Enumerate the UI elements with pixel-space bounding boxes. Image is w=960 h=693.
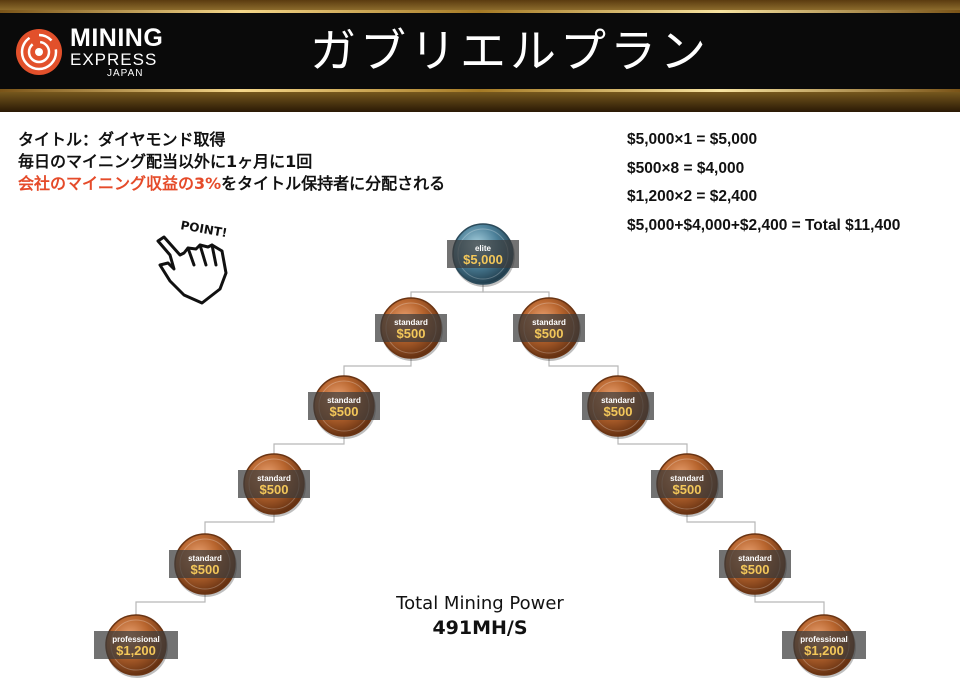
price-band <box>238 470 310 498</box>
plan-node-standard: standard$500 <box>651 453 723 517</box>
formula-line: $5,000+$4,000+$2,400 = Total $11,400 <box>627 216 901 234</box>
price-label: $1,200 <box>116 643 156 658</box>
tier-label: standard <box>257 474 291 483</box>
tree-connector <box>686 514 756 534</box>
tier-label: elite <box>475 244 492 253</box>
price-label: $500 <box>673 482 702 497</box>
plan-node-standard: standard$500 <box>238 453 310 517</box>
price-label: $500 <box>535 326 564 341</box>
tier-label: standard <box>188 554 222 563</box>
tree-connector <box>754 594 825 615</box>
price-label: $5,000 <box>463 252 503 267</box>
price-band <box>782 631 866 659</box>
info-highlight: 会社のマイニング収益の3% <box>18 174 222 193</box>
plan-node-elite: elite$5,000 <box>447 223 519 287</box>
logo-ring-icon <box>16 29 62 75</box>
tier-label: standard <box>670 474 704 483</box>
info-line-3: 会社のマイニング収益の3%をタイトル保持者に分配される <box>18 173 445 195</box>
plan-node-standard: standard$500 <box>719 533 791 597</box>
info-line-3-rest: をタイトル保持者に分配される <box>221 174 446 193</box>
header-black-bar <box>0 12 960 90</box>
price-label: $500 <box>191 562 220 577</box>
total-mining-power: Total Mining Power 491MH/S <box>340 592 620 640</box>
tree-connector <box>135 594 206 615</box>
logo-text-japan: JAPAN <box>107 68 144 79</box>
tier-label: professional <box>800 635 848 644</box>
price-band <box>513 314 585 342</box>
header-gold-line-bottom <box>0 89 960 92</box>
formula-list: $5,000×1 = $5,000 $500×8 = $4,000 $1,200… <box>627 126 900 240</box>
price-label: $500 <box>330 404 359 419</box>
price-band <box>651 470 723 498</box>
price-band <box>447 240 519 268</box>
tree-connector <box>617 436 688 454</box>
price-label: $500 <box>260 482 289 497</box>
page-title: ガブリエルプラン <box>310 24 710 78</box>
tree-connectors <box>135 284 825 615</box>
price-band <box>719 550 791 578</box>
formula-line: $500×8 = $4,000 <box>627 159 745 177</box>
plan-node-standard: standard$500 <box>375 297 447 361</box>
plan-node-professional: professional$1,200 <box>782 614 866 678</box>
tree-connector <box>343 358 412 376</box>
price-band <box>582 392 654 420</box>
tree-nodes: elite$5,000standard$500standard$500stand… <box>94 223 866 678</box>
price-label: $1,200 <box>804 643 844 658</box>
info-line-1: タイトル：ダイヤモンド取得 <box>18 130 226 149</box>
tree-connector <box>273 436 345 454</box>
price-band <box>169 550 241 578</box>
plan-node-standard: standard$500 <box>308 375 380 439</box>
plan-node-standard: standard$500 <box>169 533 241 597</box>
title-info: タイトル：ダイヤモンド取得 毎日のマイニング配当以外に1ヶ月に1回 会社のマイニ… <box>18 129 445 195</box>
price-band <box>308 392 380 420</box>
header-banner: MINING EXPRESS JAPAN ガブリエルプラン <box>0 0 960 112</box>
tier-label: standard <box>327 396 361 405</box>
logo-text-express: EXPRESS <box>70 50 158 69</box>
tree-connector <box>482 284 550 298</box>
plan-node-professional: professional$1,200 <box>94 614 178 678</box>
tier-label: standard <box>738 554 772 563</box>
logo-text-mining: MINING <box>70 24 164 52</box>
price-label: $500 <box>741 562 770 577</box>
tree-connector <box>410 284 484 298</box>
tier-label: professional <box>112 635 160 644</box>
tier-label: standard <box>532 318 566 327</box>
header-gold-line-top <box>0 10 960 13</box>
price-label: $500 <box>397 326 426 341</box>
price-label: $500 <box>604 404 633 419</box>
tier-label: standard <box>601 396 635 405</box>
formula-line: $5,000×1 = $5,000 <box>627 131 758 148</box>
tier-label: standard <box>394 318 428 327</box>
tree-connector <box>204 514 275 534</box>
price-band <box>94 631 178 659</box>
pointing-hand-icon: POINT! <box>156 218 228 305</box>
info-line-2: 毎日のマイニング配当以外に1ヶ月に1回 <box>18 152 313 171</box>
plan-node-standard: standard$500 <box>513 297 585 361</box>
tree-connector <box>548 358 619 376</box>
mining-express-logo: MINING EXPRESS JAPAN <box>14 22 174 82</box>
total-value: 491MH/S <box>432 617 528 639</box>
total-label: Total Mining Power <box>396 593 564 614</box>
formula-line: $1,200×2 = $2,400 <box>627 188 758 205</box>
plan-node-standard: standard$500 <box>582 375 654 439</box>
price-band <box>375 314 447 342</box>
